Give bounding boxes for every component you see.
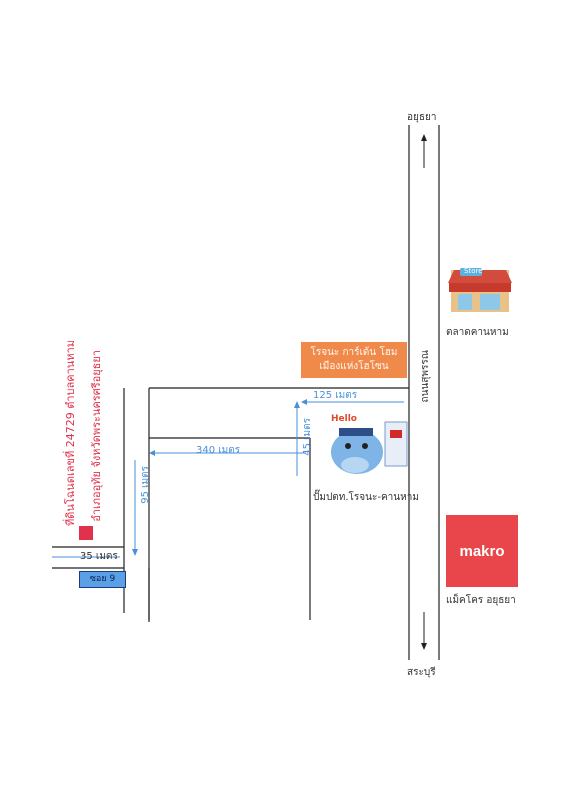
makro-caption: แม็คโคร อยุธยา bbox=[446, 595, 516, 606]
south-destination: สระบุรี bbox=[407, 667, 436, 678]
soi-label: ซอย 9 bbox=[89, 574, 116, 584]
site-description-2: อำเภออุทัย จังหวัดพระนครศรีอยุธยา bbox=[90, 350, 103, 522]
store-icon bbox=[448, 268, 512, 312]
soi-sign: ซอย 9 bbox=[79, 571, 126, 588]
south-arrow-head bbox=[421, 643, 427, 650]
hippo-sticker-icon bbox=[331, 421, 408, 474]
gas-sticker-text: Hello bbox=[331, 414, 357, 424]
distance-95: 95 เมตร bbox=[140, 466, 151, 504]
distance-340: 340 เมตร bbox=[196, 445, 241, 456]
landmark-line-2: เมืองแห่งโฮโซน bbox=[319, 361, 389, 372]
makro-logo-text: makro bbox=[459, 542, 505, 560]
north-destination: อยุธยา bbox=[407, 112, 437, 123]
landmark-line-1: โรจนะ การ์เด้น โฮม bbox=[310, 347, 398, 358]
landmark-box: โรจนะ การ์เด้น โฮม เมืองแห่งโฮโซน bbox=[301, 342, 407, 378]
north-arrow-head bbox=[421, 134, 427, 141]
site-description-1: ที่ดินโฉนดเลขที่ 24729 ตำบลคานหาม bbox=[64, 340, 77, 527]
site-marker bbox=[79, 526, 93, 540]
distance-125: 125 เมตร bbox=[313, 390, 358, 401]
store-sign: Store bbox=[464, 267, 483, 275]
distance-45: 45 เมตร bbox=[302, 418, 313, 456]
main-road-label: ถนนสุพรรณ bbox=[420, 350, 431, 403]
distance-35: 35 เมตร bbox=[80, 551, 118, 562]
store-caption: ตลาดคานหาม bbox=[446, 327, 509, 338]
gas-station-caption: ปั๊มปตท.โรจนะ-คานหาม bbox=[313, 492, 419, 503]
makro-logo: makro bbox=[446, 515, 518, 587]
